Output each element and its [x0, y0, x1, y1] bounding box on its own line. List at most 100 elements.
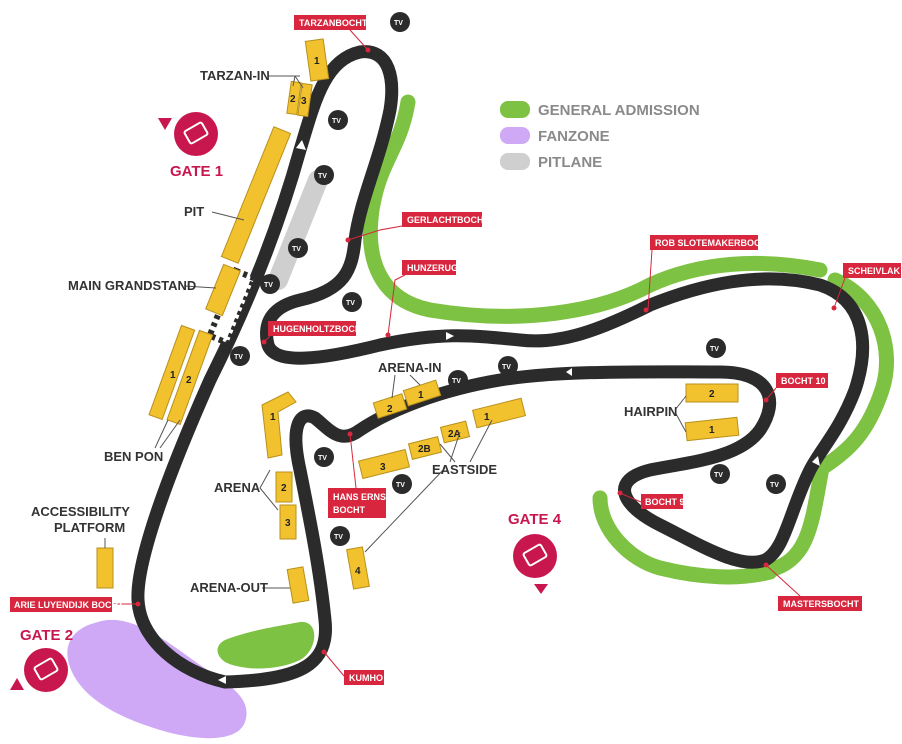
svg-text:BOCHT 9: BOCHT 9 [645, 497, 685, 507]
grandstand-arena-3[interactable]: 3 [279, 504, 297, 540]
tv-icon: TV [448, 370, 468, 390]
corner-kumho[interactable]: KUMHO [321, 649, 385, 686]
ga-strip-east[interactable] [762, 272, 894, 578]
svg-text:GATE 1: GATE 1 [170, 163, 223, 180]
corner-scheivlak[interactable]: SCHEIVLAK [831, 263, 902, 311]
svg-text:TV: TV [292, 246, 301, 253]
svg-text:TV: TV [502, 364, 511, 371]
gate-2[interactable]: GATE 2 [10, 627, 73, 692]
svg-text:TV: TV [394, 20, 403, 27]
svg-text:2: 2 [281, 483, 287, 494]
legend-item-fanzone: FANZONE [500, 127, 610, 145]
tv-icon: TV [710, 464, 730, 484]
svg-text:TV: TV [346, 300, 355, 307]
svg-text:TV: TV [318, 173, 327, 180]
svg-text:2: 2 [290, 94, 296, 105]
grandstand-hairpin-2[interactable]: 2 [685, 383, 739, 403]
grandstand-benpon-2[interactable]: 2 [166, 329, 214, 426]
svg-text:2: 2 [387, 404, 393, 415]
svg-text:TV: TV [710, 346, 719, 353]
grandstand-tarzan-2[interactable]: 2 [286, 80, 302, 116]
grandstand-arenain-2[interactable]: 2 [372, 393, 408, 419]
ga-strip-south[interactable] [592, 490, 778, 585]
corner-bocht-9[interactable]: BOCHT 9 [617, 490, 685, 510]
svg-text:HUGENHOLTZBOCHT: HUGENHOLTZBOCHT [273, 324, 367, 334]
label-ben-pon: BEN PON [104, 449, 163, 464]
svg-text:FANZONE: FANZONE [538, 128, 610, 145]
grandstand-east-1[interactable]: 1 [471, 397, 527, 429]
corner-arie-luyendijk-bocht[interactable]: ARIE LUYENDIJK BOCHT [10, 597, 141, 612]
svg-text:PITLANE: PITLANE [538, 154, 602, 171]
label-accessibility: ACCESSIBILITY [31, 504, 130, 519]
svg-text:1: 1 [170, 370, 176, 381]
tv-icon: TV [314, 447, 334, 467]
svg-text:KUMHO: KUMHO [349, 673, 383, 683]
corner-gerlachtbocht[interactable]: GERLACHTBOCHT [345, 212, 490, 243]
label-main-grandstand: MAIN GRANDSTAND [68, 278, 196, 293]
grandstand-tarzan-1[interactable]: 1 [304, 38, 330, 82]
corner-tarzanbocht[interactable]: TARZANBOCHT [294, 15, 371, 53]
tv-icon: TV [392, 474, 412, 494]
svg-text:TV: TV [396, 482, 405, 489]
svg-text:TV: TV [234, 354, 243, 361]
corner-hunzerug[interactable]: HUNZERUG [385, 260, 459, 338]
svg-text:GATE 4: GATE 4 [508, 511, 562, 528]
tv-icon: TV [328, 110, 348, 130]
tv-icon: TV [766, 474, 786, 494]
grandstand-arena-2[interactable]: 2 [275, 471, 293, 503]
gate-4[interactable]: GATE 4 [508, 511, 562, 594]
svg-text:2B: 2B [418, 444, 431, 455]
grandstand-arenain-1[interactable]: 1 [402, 379, 442, 407]
label-arena-out: ARENA-OUT [190, 580, 268, 595]
svg-text:TV: TV [332, 118, 341, 125]
grandstand-main[interactable] [205, 263, 241, 317]
direction-arrows [218, 140, 820, 684]
svg-text:GATE 2: GATE 2 [20, 627, 73, 644]
grandstand-arena-1[interactable]: 1 [261, 391, 297, 459]
corner-mastersbocht[interactable]: MASTERSBOCHT [763, 562, 863, 612]
tv-icon: TV [230, 346, 250, 366]
grandstand-east-3[interactable]: 3 [357, 448, 411, 480]
label-hairpin: HAIRPIN [624, 404, 677, 419]
grandstand-benpon-1[interactable]: 1 [148, 324, 196, 421]
svg-text:2: 2 [186, 375, 192, 386]
label-pit: PIT [184, 204, 204, 219]
corner-bocht-10[interactable]: BOCHT 10 [763, 373, 829, 403]
leader-lines [104, 75, 687, 589]
svg-text:HANS ERNST: HANS ERNST [333, 492, 392, 502]
tv-icon: TV [314, 165, 334, 185]
label-tarzan-in: TARZAN-IN [200, 68, 270, 83]
svg-text:BOCHT: BOCHT [333, 505, 365, 515]
ga-patch-arena[interactable] [217, 621, 315, 669]
ga-strip-north[interactable] [362, 94, 828, 324]
svg-text:TV: TV [318, 455, 327, 462]
gate-1[interactable]: GATE 1 [158, 112, 223, 180]
svg-text:4: 4 [355, 566, 361, 577]
grandstand-pit[interactable] [220, 126, 292, 264]
tv-icon: TV [706, 338, 726, 358]
svg-text:2: 2 [709, 389, 715, 400]
tv-icon: TV [260, 274, 280, 294]
grandstand-east-4[interactable]: 4 [346, 546, 370, 590]
fanzone-area[interactable] [67, 619, 247, 739]
corner-rob-slotemakerbocht[interactable]: ROB SLOTEMAKERBOCHT [643, 235, 773, 313]
grandstand-tarzan-3[interactable]: 3 [297, 82, 313, 118]
svg-text:TV: TV [714, 472, 723, 479]
legend-item-general-admission: GENERAL ADMISSION [500, 101, 700, 119]
grandstand-east-2b[interactable]: 2B [407, 436, 443, 460]
grandstand-accessibility[interactable] [96, 547, 114, 589]
tv-icon: TV [498, 356, 518, 376]
grandstand-east-2a[interactable]: 2A [439, 420, 471, 444]
tv-icons: TV TV TV TV TV TV TV TV TV TV TV TV TV T… [230, 12, 786, 546]
corner-hans-ernst-bocht[interactable]: HANS ERNST BOCHT [328, 431, 392, 519]
grandstand-hairpin-1[interactable]: 1 [684, 416, 740, 442]
svg-text:ROB SLOTEMAKERBOCHT: ROB SLOTEMAKERBOCHT [655, 238, 773, 248]
svg-text:ARIE LUYENDIJK BOCHT: ARIE LUYENDIJK BOCHT [14, 600, 124, 610]
corner-hugenholtzbocht[interactable]: HUGENHOLTZBOCHT [261, 321, 368, 345]
label-arena-in: ARENA-IN [378, 360, 442, 375]
svg-text:HUNZERUG: HUNZERUG [407, 263, 458, 273]
svg-text:TV: TV [452, 378, 461, 385]
grandstand-arena-out[interactable] [286, 566, 310, 604]
tv-icon: TV [390, 12, 410, 32]
